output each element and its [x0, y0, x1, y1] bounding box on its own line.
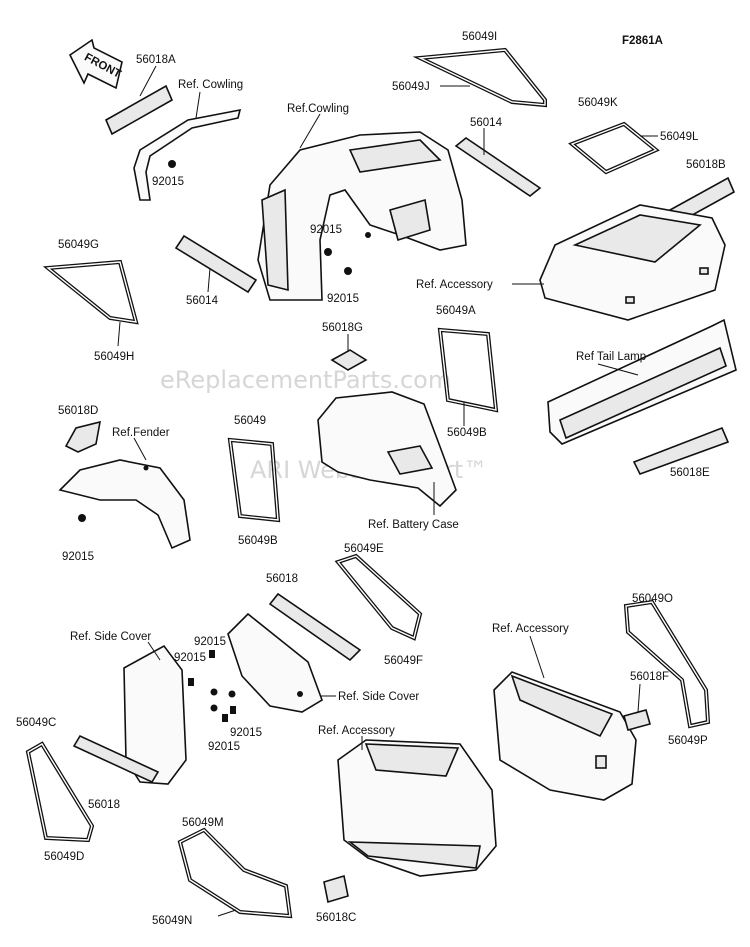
label-56049L: 56049L [660, 131, 699, 143]
label-ref-side-cover-2: Ref. Side Cover [338, 691, 419, 703]
battery-case [317, 391, 457, 508]
label-56018A: 56018A [136, 54, 176, 66]
emblem-56014-b [174, 234, 258, 294]
label-56049P: 56049P [668, 735, 708, 747]
label-56049B-b: 56049B [238, 535, 278, 547]
rivet-92015-f [188, 678, 194, 686]
label-56049H: 56049H [94, 351, 134, 363]
label-ref-accessory-2: Ref. Accessory [492, 623, 569, 635]
label-56049J: 56049J [392, 81, 430, 93]
gasket-56049E [334, 553, 423, 641]
label-ref-accessory-3: Ref. Accessory [318, 725, 395, 737]
label-56014-a: 56014 [470, 117, 503, 129]
label-56049N: 56049N [152, 915, 192, 927]
label-92015-a: 92015 [152, 176, 184, 188]
cowling-assembly [257, 131, 467, 301]
label-56018-a: 56018 [266, 573, 298, 585]
label-92015-c: 92015 [327, 293, 359, 305]
emblem-56018C [323, 874, 349, 904]
rivet-92015-a [168, 160, 176, 168]
label-ref-cowling-1: Ref. Cowling [178, 79, 243, 91]
gasket-56049M [177, 827, 293, 919]
label-92015-d: 92015 [62, 551, 94, 563]
label-56049K: 56049K [578, 97, 618, 109]
label-56049: 56049 [234, 415, 266, 427]
label-56049G: 56049G [58, 239, 99, 251]
rivet-92015-c [344, 267, 352, 275]
label-56049F: 56049F [384, 655, 423, 667]
rear-fender [58, 459, 191, 550]
rivet-92015-e [209, 650, 215, 658]
rivet-92015-d [78, 514, 86, 522]
label-56049I: 56049I [462, 31, 497, 43]
label-92015-b: 92015 [310, 224, 342, 236]
label-92015-e: 92015 [194, 636, 226, 648]
label-56018E: 56018E [670, 467, 710, 479]
emblem-56018E [632, 426, 730, 475]
label-56018-b: 56018 [88, 799, 120, 811]
emblem-strip-56014-a [454, 137, 542, 197]
label-56018B: 56018B [686, 159, 726, 171]
label-56049D: 56049D [44, 851, 84, 863]
label-56049C: 56049C [16, 717, 56, 729]
accessory-saddlebag-bottom [337, 739, 497, 877]
label-ref-fender: Ref.Fender [112, 427, 170, 439]
label-ref-battery-case: Ref. Battery Case [368, 519, 459, 531]
watermark-ereplacementparts: eReplacementParts.com [160, 366, 451, 394]
side-cover-center [227, 612, 323, 713]
rivet-92015-h [222, 714, 228, 722]
label-92015-g: 92015 [230, 727, 262, 739]
accessory-trunk-top [539, 204, 726, 321]
emblem-56018-b [72, 734, 160, 784]
rivet-92015-g [230, 706, 236, 714]
label-56018C: 56018C [316, 912, 356, 924]
label-56049E: 56049E [344, 543, 384, 555]
label-56018G: 56018G [322, 322, 363, 334]
gasket-56049K [568, 121, 660, 175]
label-56014-b: 56014 [186, 295, 219, 307]
figure-code: F2861A [622, 35, 663, 47]
label-92015-f: 92015 [174, 652, 206, 664]
lens-56018D [64, 420, 102, 453]
label-56049A: 56049A [436, 305, 476, 317]
emblem-56018-a [268, 592, 362, 662]
label-ref-cowling-2: Ref.Cowling [287, 103, 349, 115]
label-ref-accessory-1: Ref. Accessory [416, 279, 493, 291]
label-56018D: 56018D [58, 405, 98, 417]
label-56049O: 56049O [632, 593, 673, 605]
accessory-saddlebag-right [493, 671, 637, 801]
label-56049B-a: 56049B [447, 427, 487, 439]
emblem-56018A [104, 84, 174, 136]
label-56049M: 56049M [182, 817, 224, 829]
front-arrow-icon: FRONT [68, 38, 123, 90]
emblem-56018G [330, 349, 368, 371]
gasket-56049C [25, 741, 95, 843]
cowling-trim-strip [133, 108, 242, 201]
label-92015-h: 92015 [208, 741, 240, 753]
tail-lamp [547, 318, 737, 445]
emblem-56018F [623, 709, 651, 731]
rivet-92015-b [324, 248, 332, 256]
label-ref-side-cover-1: Ref. Side Cover [70, 631, 151, 643]
label-56018F: 56018F [630, 671, 669, 683]
label-ref-tail-lamp: Ref Tail Lamp [576, 351, 646, 363]
